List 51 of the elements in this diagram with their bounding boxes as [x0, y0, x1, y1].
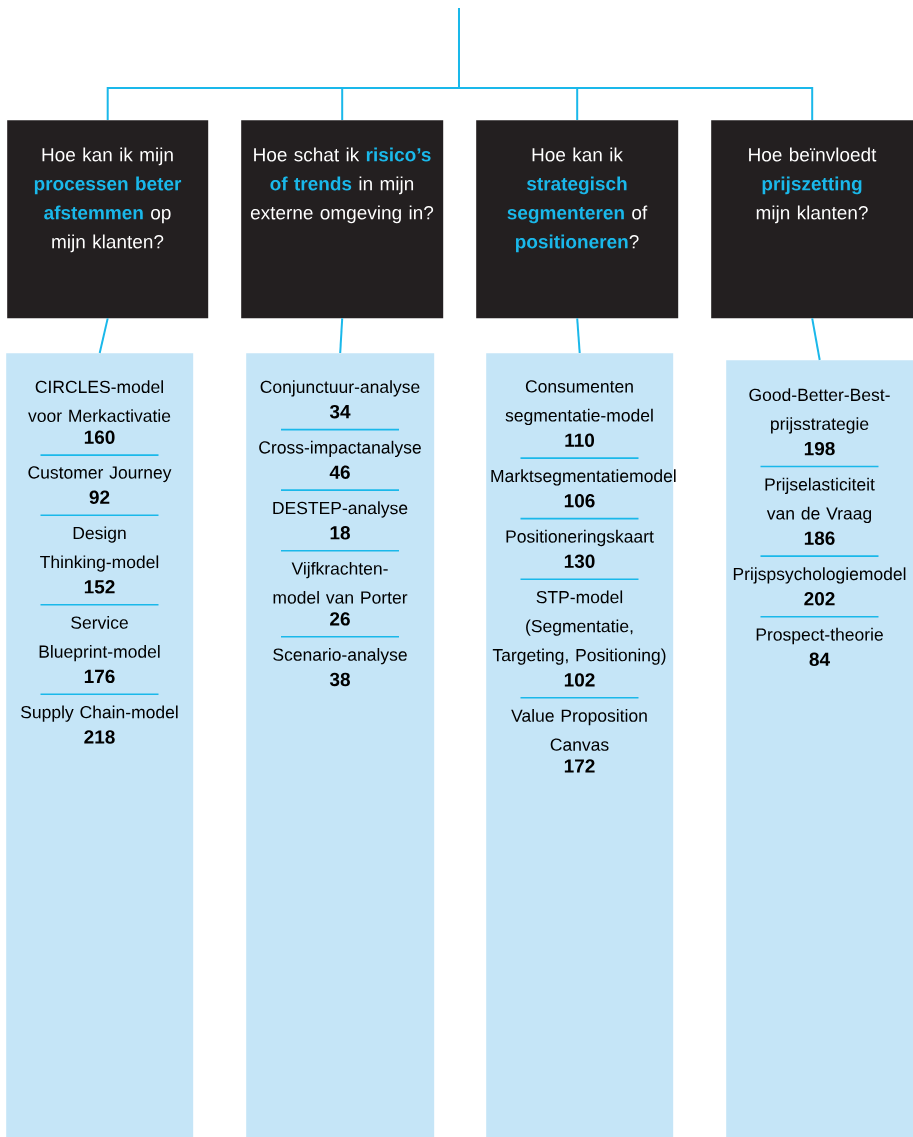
- model-name: Customer Journey: [28, 466, 172, 483]
- page-number: 26: [330, 612, 350, 626]
- connector-line: [339, 317, 344, 354]
- model-name: Service Blueprint-model: [39, 615, 160, 662]
- page-number: 18: [330, 526, 350, 540]
- model-name: Cross-impactanalyse: [259, 440, 421, 458]
- page-number: 46: [329, 465, 350, 479]
- page-number: 176: [84, 669, 115, 684]
- question-text: Hoe schat ik risico’s of trends in mijn externe omgeving in?: [250, 147, 434, 224]
- model-name: Scenario-analyse: [273, 648, 407, 665]
- page-number: 110: [565, 433, 595, 447]
- model-name: DESTEP-analyse: [273, 501, 408, 518]
- model-name: Supply Chain-model: [21, 705, 178, 722]
- page-number: 186: [804, 531, 835, 545]
- question-text: Hoe kan ik strategisch segmenteren of positioneren?: [507, 147, 648, 253]
- page-number: 218: [84, 730, 115, 744]
- page-number: 160: [84, 430, 115, 444]
- model-name: Conjunctuur-analyse: [260, 380, 420, 397]
- page-number: 202: [804, 592, 835, 606]
- model-name: Good-Better-Best-prijsstrategie: [749, 388, 890, 434]
- model-name: Prospect-theorie: [756, 627, 883, 645]
- model-name: Value Proposition Canvas: [511, 709, 647, 751]
- page-number: 84: [809, 652, 830, 667]
- page-number: 34: [329, 404, 351, 419]
- question-box: [711, 120, 913, 319]
- model-name: Design Thinking-model: [40, 526, 159, 572]
- model-name: Vijfkrachten-model van Porter: [273, 561, 408, 604]
- model-name: Prijselasticiteit van de Vraag: [765, 477, 875, 524]
- page-number: 92: [89, 490, 110, 504]
- question-box: [7, 120, 209, 319]
- page-number: 38: [329, 672, 350, 687]
- question-text: Hoe beïnvloedt prijszetting mijn klanten?: [749, 147, 877, 224]
- page-number: 172: [564, 759, 595, 773]
- page-number: 152: [84, 580, 115, 594]
- page-number: 198: [804, 441, 835, 456]
- connector-line: [576, 317, 581, 354]
- question-text: Hoe kan ik mijn processen beter afstemmen op mijn klanten?: [34, 147, 182, 253]
- question-box: [476, 120, 679, 319]
- model-name: Prijspsychologiemodel: [733, 567, 906, 584]
- page-number: 106: [564, 494, 595, 508]
- page-number: 102: [564, 673, 595, 687]
- model-name: Consumenten segmentatie-model: [505, 380, 653, 426]
- model-name: Positioneringskaart: [506, 529, 654, 547]
- connector-line: [811, 317, 821, 361]
- question-box: [241, 120, 444, 319]
- model-name: Marktsegmentatiemodel: [491, 469, 676, 486]
- connector-line: [98, 317, 109, 354]
- page-number: 130: [564, 554, 595, 569]
- model-name: CIRCLES-model voor Merkactivatie: [28, 380, 171, 423]
- model-name: STP-model (Segmentatie, Targeting, Positioning): [492, 590, 666, 665]
- connector-line: [458, 7, 814, 121]
